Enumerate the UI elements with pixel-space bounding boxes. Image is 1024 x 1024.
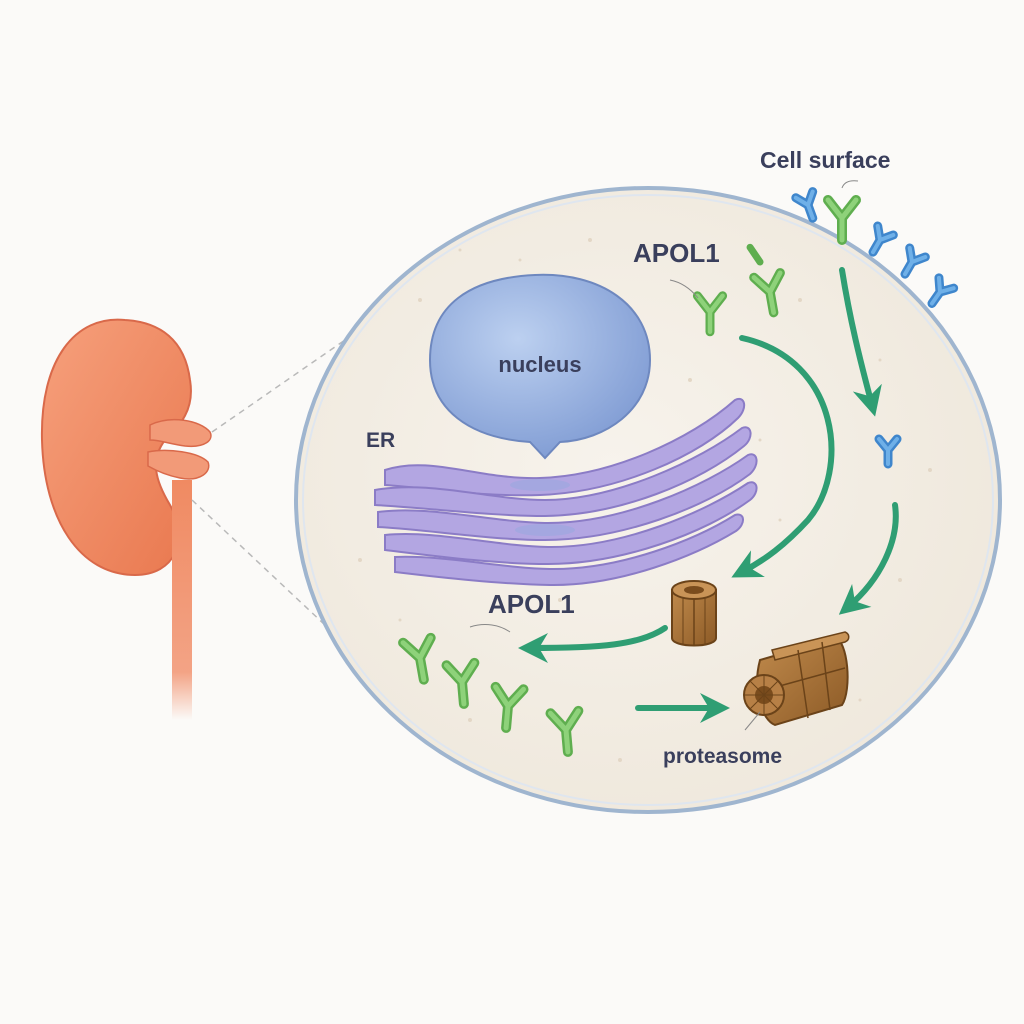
label-er: ER [366, 429, 395, 452]
proteasome-barrel-icon [671, 580, 717, 647]
y-shaped-protein-icon [746, 243, 764, 266]
label-apol1-top: APOL1 [633, 238, 720, 268]
pathway-arrows [518, 267, 899, 723]
label-cell-surface: Cell surface [760, 147, 890, 173]
nucleus [428, 273, 652, 460]
kidney-icon [40, 318, 212, 720]
proteasome-barrel-icon [743, 631, 850, 727]
label-leader-lines [469, 180, 859, 731]
label-apol1-bottom: APOL1 [488, 589, 575, 619]
endoplasmic-reticulum [374, 397, 758, 587]
label-proteasome: proteasome [663, 745, 782, 768]
cytoplasm-speckles [358, 238, 932, 762]
zoom-lines [191, 339, 346, 626]
er-lumen [510, 479, 575, 536]
label-nucleus: nucleus [498, 352, 581, 377]
